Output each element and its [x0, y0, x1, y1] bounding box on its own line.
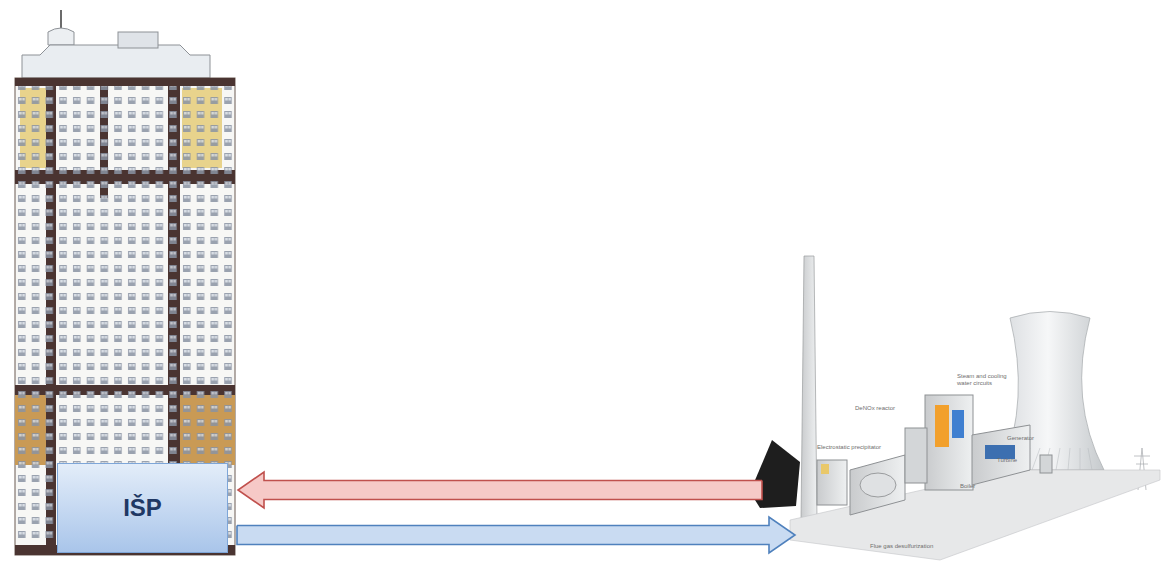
supply-arrow: [237, 517, 795, 553]
component-label: Turbine: [997, 457, 1037, 464]
component-label: Boiler: [960, 483, 1000, 490]
box-label: IŠP: [123, 494, 162, 522]
component-label: Electrostatic precipitator: [817, 444, 907, 451]
component-label: DeNOx reactor: [855, 405, 915, 412]
return-arrow: [238, 472, 762, 508]
power-plant-area: Steam and cooling water circuitsDeNOx re…: [745, 245, 1160, 555]
component-label: Generator: [1007, 435, 1047, 442]
power-plant: [750, 256, 1160, 560]
component-label: Flue gas desulfurization: [870, 543, 960, 550]
process-box: IŠP: [57, 463, 228, 553]
apartment-tower: [15, 10, 235, 555]
component-label: Steam and cooling water circuits: [957, 373, 1019, 387]
